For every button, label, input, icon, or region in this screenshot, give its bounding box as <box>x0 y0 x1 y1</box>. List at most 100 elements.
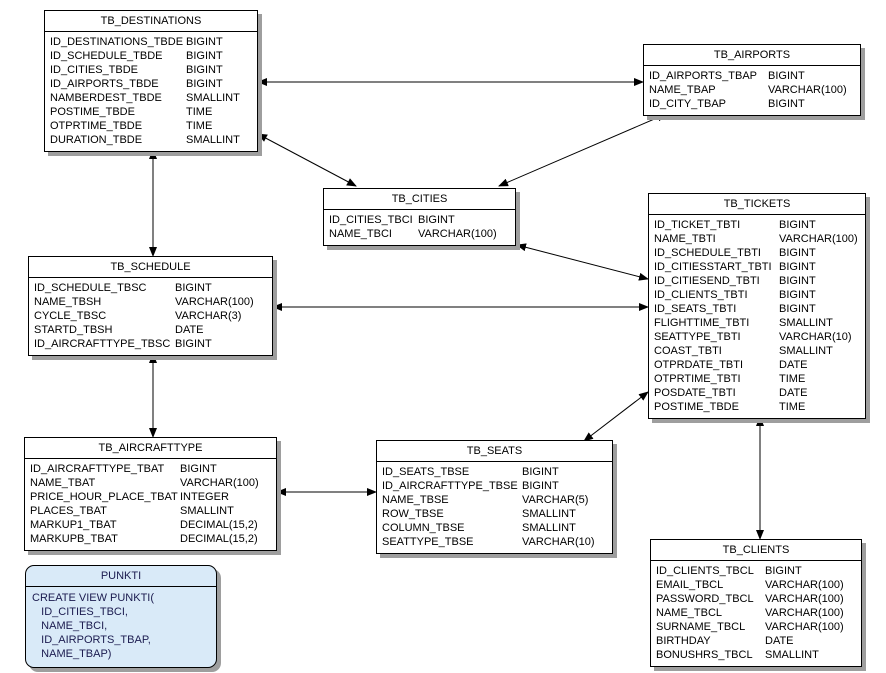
field-name: FLIGHTTIME_TBTI <box>654 317 750 329</box>
field-type: BIGINT <box>186 50 223 62</box>
field-type: BIGINT <box>522 466 559 478</box>
field-type: BIGINT <box>180 463 217 475</box>
field-type: VARCHAR(100) <box>765 607 844 619</box>
field-type: BIGINT <box>768 98 805 110</box>
field-name: ROW_TBSE <box>382 508 444 520</box>
relationship-tb_destinations-tb_cities[interactable] <box>257 133 357 187</box>
field-name: NAME_TBTI <box>654 233 716 245</box>
field-row[interactable]: COAST_TBTI SMALLINT <box>654 344 860 358</box>
field-row[interactable]: FLIGHTTIME_TBTI SMALLINT <box>654 316 860 330</box>
field-name: ID_AIRCRAFTTYPE_TBSC <box>34 338 171 350</box>
field-type: SMALLINT <box>779 317 833 329</box>
field-name: ID_CITIES_TBCI <box>329 214 413 226</box>
field-type: VARCHAR(100) <box>175 296 254 308</box>
field-name: ID_CITIES_TBDE <box>50 64 139 76</box>
field-name: BIRTHDAY <box>656 635 711 647</box>
field-name: ID_AIRPORTS_TBAP <box>649 70 757 82</box>
field-type: DATE <box>779 387 808 399</box>
field-name: ID_AIRCRAFTTYPE_TBAT <box>30 463 165 475</box>
field-row[interactable]: ID_AIRCRAFTTYPE_TBAT BIGINT <box>30 462 271 476</box>
field-name: NAME_TBAP <box>649 84 716 96</box>
field-type: DATE <box>175 324 204 336</box>
field-name: ID_TICKET_TBTI <box>654 219 741 231</box>
view-body-line: NAME_TBCI, <box>32 620 108 632</box>
field-name: ID_CLIENTS_TBCL <box>656 565 754 577</box>
field-type: SMALLINT <box>186 92 240 104</box>
field-type: VARCHAR(100) <box>418 228 497 240</box>
relationship-tb_cities-tb_tickets[interactable] <box>516 243 649 281</box>
relationship-tb_airports-tb_cities[interactable] <box>498 113 667 187</box>
field-type: VARCHAR(10) <box>779 331 852 343</box>
field-type: VARCHAR(5) <box>522 494 589 506</box>
relationship-tb_tickets-tb_seats[interactable] <box>583 391 649 442</box>
field-name: NAME_TBAT <box>30 477 96 489</box>
field-name: COAST_TBTI <box>654 345 722 357</box>
field-type: TIME <box>186 120 213 132</box>
table-title: TB_SEATS <box>377 441 612 462</box>
view-title: PUNKTI <box>26 566 216 587</box>
field-type: SMALLINT <box>765 649 819 661</box>
field-type: SMALLINT <box>779 345 833 357</box>
view-punkti[interactable]: PUNKTI CREATE VIEW PUNKTI( ID_CITIES_TBC… <box>25 565 217 668</box>
